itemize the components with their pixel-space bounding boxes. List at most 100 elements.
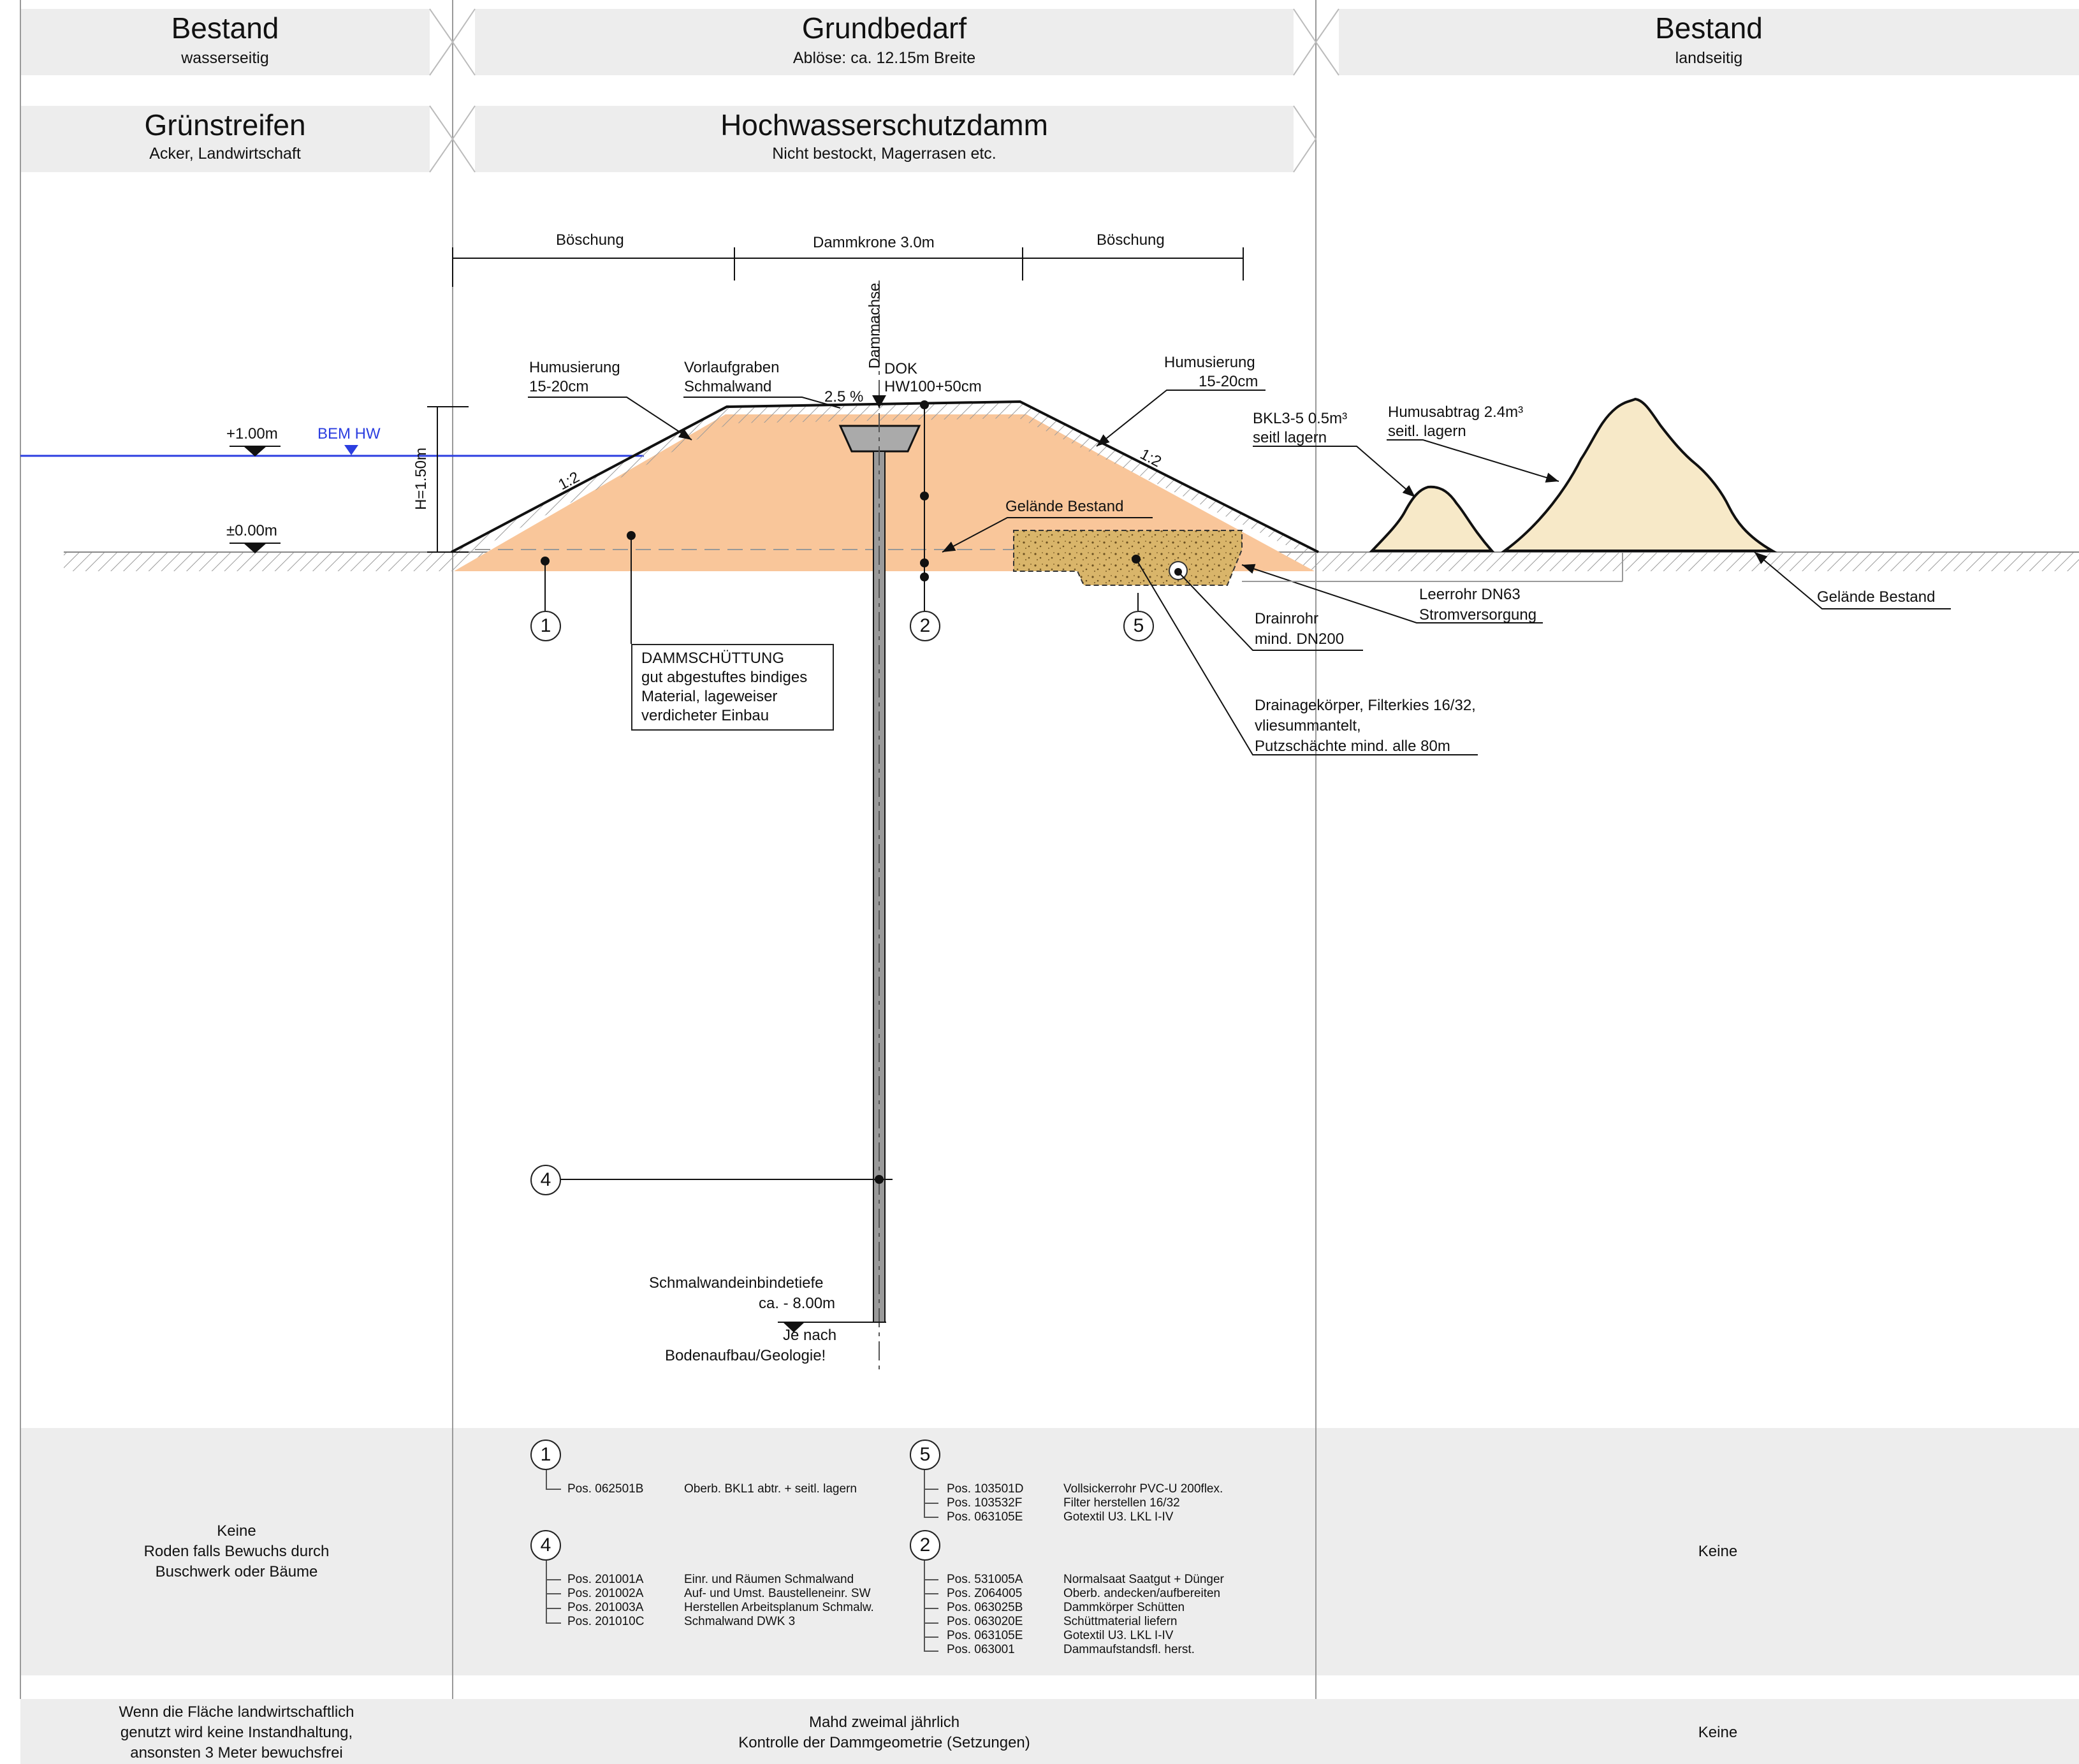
- legend-5-desc-1: Filter herstellen 16/32: [1063, 1496, 1180, 1510]
- legend-2-desc-5: Dammaufstandsfl. herst.: [1063, 1643, 1195, 1656]
- measures-right: Keine: [1698, 1543, 1738, 1560]
- leader-leerrohr: [1241, 564, 1543, 623]
- legend-2-pos-5: Pos. 063001: [947, 1643, 1015, 1656]
- label-bkl-1: BKL3-5 0.5m³: [1253, 410, 1348, 427]
- maintenance-left-2: genutzt wird keine Instandhaltung,: [120, 1724, 353, 1741]
- maintenance-center: Mahd zweimal jährlich Kontrolle der Damm…: [453, 1712, 1316, 1753]
- label-schmalwand-depth-2: ca. - 8.00m: [759, 1295, 836, 1312]
- spoil-heap-bkl: [1369, 485, 1495, 552]
- legend-2-desc-0: Normalsaat Saatgut + Dünger: [1063, 1573, 1224, 1586]
- leader-humus-left: [528, 397, 692, 441]
- leader-drainage: [1135, 558, 1478, 755]
- label-schmalwand-depth-1: Schmalwandeinbindetiefe: [649, 1274, 824, 1292]
- label-humusabtrag-1: Humusabtrag 2.4m³: [1388, 404, 1524, 421]
- leader-marker-4-dot: [875, 1175, 884, 1184]
- label-humusabtrag-2: seitl. lagern: [1388, 423, 1466, 440]
- leader-bkl: [1253, 446, 1416, 498]
- leader-drainage-dot: [1132, 555, 1141, 564]
- dim-label-height: H=1.50m: [412, 447, 430, 511]
- marker-4: 4: [530, 1165, 561, 1195]
- marker-2: 2: [910, 611, 940, 641]
- header-band-gruenstreifen: [20, 106, 430, 172]
- level-marker-depth: [783, 1322, 805, 1332]
- header2-title-left: Grünstreifen: [144, 108, 306, 142]
- leader-gelaende-mid: [942, 517, 1153, 553]
- label-je-nach-1: Je nach: [783, 1327, 837, 1344]
- legend-tree-5: [924, 1469, 938, 1518]
- leader-marker-2-dot-d: [920, 572, 929, 581]
- header-chevron-4: [1315, 8, 1339, 76]
- humus-layer: [451, 403, 1318, 552]
- legend-2-pos-4: Pos. 063105E: [947, 1629, 1023, 1642]
- legend-4-pos-2: Pos. 201003A: [567, 1601, 644, 1614]
- label-drainage-1: Drainagekörper, Filterkies 16/32,: [1255, 697, 1476, 714]
- header-band-hochwasserschutzdamm: [475, 106, 1294, 172]
- header2-subtitle-left: Acker, Landwirtschaft: [149, 145, 301, 163]
- label-humus-left-1: Humusierung: [529, 359, 620, 376]
- label-drainrohr-1: Drainrohr: [1255, 610, 1319, 627]
- header-chevron-7: [1293, 105, 1317, 173]
- legend-tree-1: [546, 1469, 561, 1490]
- drainage-body: [1013, 530, 1243, 586]
- header-chevron-2: [451, 8, 476, 76]
- leader-dammschuettung-dot: [627, 531, 636, 540]
- legend-5-pos-1: Pos. 103532F: [947, 1496, 1023, 1510]
- header-title-right: Bestand: [1655, 11, 1763, 45]
- label-leerrohr-1: Leerrohr DN63: [1419, 586, 1521, 603]
- legend-marker-1: 1: [530, 1440, 561, 1470]
- maintenance-center-1: Mahd zweimal jährlich: [808, 1714, 960, 1731]
- maintenance-center-2: Kontrolle der Dammgeometrie (Setzungen): [738, 1734, 1030, 1751]
- legend-1-pos-0: Pos. 062501B: [567, 1482, 644, 1496]
- measures-left-3: Buschwerk oder Bäume: [155, 1563, 318, 1580]
- header-subtitle-left: wasserseitig: [181, 49, 269, 67]
- level-label-zero: ±0.00m: [226, 522, 277, 539]
- level-marker-bem-hw: [344, 445, 358, 455]
- label-drainage-2: vliesummantelt,: [1255, 717, 1361, 734]
- header2-title-center: Hochwasserschutzdamm: [720, 108, 1048, 142]
- level-marker-dok: [872, 395, 886, 408]
- header-title-left: Bestand: [171, 11, 279, 45]
- legend-4-pos-0: Pos. 201001A: [567, 1573, 644, 1586]
- header2-subtitle-center: Nicht bestockt, Magerrasen etc.: [772, 145, 996, 163]
- label-dammschuettung-box: DAMMSCHÜTTUNG gut abgestuftes bindiges M…: [631, 644, 834, 731]
- legend-2-pos-3: Pos. 063020E: [947, 1615, 1023, 1628]
- label-vorlauf-1: Vorlaufgraben: [684, 359, 780, 376]
- legend-2-desc-4: Gotextil U3. LKL I-IV: [1063, 1629, 1174, 1642]
- dim-label-slope-left: Böschung: [556, 231, 624, 249]
- legend-1-desc-0: Oberb. BKL1 abtr. + seitl. lagern: [684, 1482, 857, 1496]
- dam-outline: [451, 400, 1319, 553]
- leader-marker-2-dot-a: [920, 400, 929, 409]
- label-humus-left-2: 15-20cm: [529, 378, 589, 395]
- legend-2-desc-1: Oberb. andecken/aufbereiten: [1063, 1587, 1221, 1600]
- legend-2-desc-3: Schüttmaterial liefern: [1063, 1615, 1178, 1628]
- header-subtitle-right: landseitig: [1675, 49, 1743, 67]
- label-drainrohr-2: mind. DN200: [1255, 631, 1345, 648]
- maintenance-left: Wenn die Fläche landwirtschaftlich genut…: [20, 1702, 453, 1763]
- leader-gelaende-right: [1754, 551, 1951, 609]
- maintenance-band: [20, 1699, 2079, 1764]
- label-dammschuettung-2: gut abgestuftes bindiges: [641, 669, 808, 686]
- legend-tree-2: [924, 1561, 938, 1652]
- legend-tree-4: [546, 1561, 561, 1624]
- header-chevron-1: [429, 8, 454, 76]
- legend-4-desc-2: Herstellen Arbeitsplanum Schmalw.: [684, 1601, 874, 1614]
- header-band-bestand-wasserseitig: [20, 9, 430, 75]
- dim-label-crest: Dammkrone 3.0m: [813, 234, 935, 251]
- label-gelaende-right: Gelände Bestand: [1817, 588, 1936, 606]
- label-vorlauf-2: Schmalwand: [684, 378, 772, 395]
- label-gelaende-mid: Gelände Bestand: [1005, 498, 1124, 515]
- leader-drainrohr: [1178, 571, 1363, 651]
- label-dammschuettung-1: DAMMSCHÜTTUNG: [641, 650, 784, 667]
- spoil-heap-humus: [1500, 397, 1777, 552]
- legend-marker-2: 2: [910, 1530, 940, 1561]
- dim-label-axis: Dammachse: [866, 282, 884, 369]
- dim-label-slope-right: Böschung: [1097, 231, 1165, 249]
- maintenance-left-1: Wenn die Fläche landwirtschaftlich: [119, 1703, 354, 1721]
- header-chevron-5: [429, 105, 454, 173]
- maintenance-right: Keine: [1698, 1724, 1738, 1741]
- header-band-bestand-landseitig: [1339, 9, 2079, 75]
- label-drainage-3: Putzschächte mind. alle 80m: [1255, 738, 1450, 755]
- label-humus-right-2: 15-20cm: [1199, 373, 1258, 390]
- marker-5: 5: [1123, 611, 1154, 641]
